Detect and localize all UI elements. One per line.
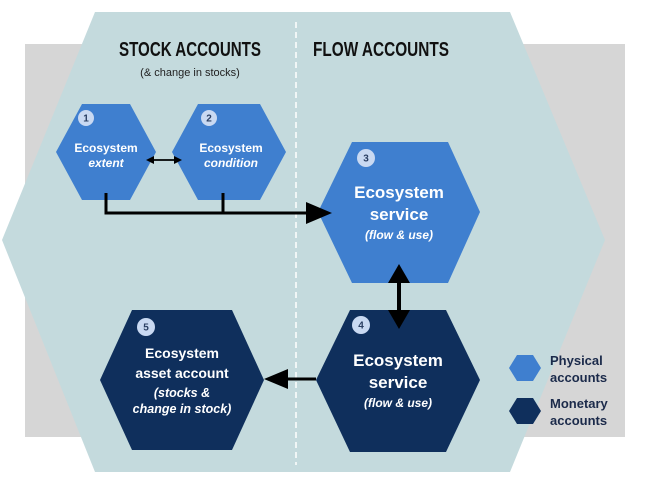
node-5-number: 5 bbox=[143, 323, 149, 334]
node-5-note-line1: (stocks & bbox=[154, 386, 210, 400]
node-2-label: Ecosystem bbox=[199, 141, 262, 155]
node-3-label: Ecosystem bbox=[354, 183, 444, 202]
connector-stocks-to-service bbox=[104, 193, 332, 224]
node-2-hexagon bbox=[172, 104, 286, 200]
stock-accounts-subtitle: (& change in stocks) bbox=[140, 67, 240, 79]
legend-physical-hexagon-icon bbox=[509, 355, 541, 381]
arrowhead-right-icon bbox=[174, 156, 182, 164]
legend-physical-label-line2: accounts bbox=[550, 370, 607, 385]
connector-physical-monetary bbox=[388, 264, 410, 329]
node-3-hexagon bbox=[318, 142, 480, 283]
node-1-badge bbox=[78, 110, 94, 126]
node-3-sublabel: service bbox=[370, 205, 429, 224]
arrowhead-left-icon bbox=[146, 156, 154, 164]
node-5-note-line2: change in stock) bbox=[133, 402, 232, 416]
node-ecosystem-extent: 1 Ecosystem extent bbox=[56, 104, 156, 200]
stock-accounts-title: STOCK ACCOUNTS bbox=[119, 39, 261, 61]
node-1-hexagon bbox=[56, 104, 156, 200]
arrowhead-up-icon bbox=[388, 264, 410, 283]
legend-monetary-label: Monetary bbox=[550, 396, 609, 411]
node-3-number: 3 bbox=[363, 154, 369, 165]
legend-monetary-label-line2: accounts bbox=[550, 413, 607, 428]
node-4-sublabel: service bbox=[369, 373, 428, 392]
legend: Physical accounts Monetary accounts bbox=[509, 353, 609, 428]
node-ecosystem-condition: 2 Ecosystem condition bbox=[172, 104, 286, 200]
node-4-note: (flow & use) bbox=[364, 396, 432, 410]
legend-physical-label: Physical bbox=[550, 353, 603, 368]
node-4-number: 4 bbox=[358, 321, 364, 332]
node-5-label: Ecosystem bbox=[145, 345, 219, 361]
node-2-sublabel: condition bbox=[204, 156, 258, 170]
node-3-note: (flow & use) bbox=[365, 228, 433, 242]
connector-extent-condition bbox=[146, 156, 182, 164]
flow-accounts-title: FLOW ACCOUNTS bbox=[313, 39, 449, 61]
legend-monetary-hexagon-icon bbox=[509, 398, 541, 424]
node-ecosystem-service-physical: 3 Ecosystem service (flow & use) bbox=[318, 142, 480, 283]
node-5-sublabel: asset account bbox=[135, 365, 229, 381]
node-3-badge bbox=[357, 149, 375, 167]
node-1-sublabel: extent bbox=[88, 156, 124, 170]
node-4-label: Ecosystem bbox=[353, 351, 443, 370]
node-1-label: Ecosystem bbox=[74, 141, 137, 155]
node-4-badge bbox=[352, 316, 370, 334]
node-1-number: 1 bbox=[83, 114, 89, 125]
node-5-hexagon bbox=[100, 310, 264, 450]
node-4-hexagon bbox=[316, 310, 480, 452]
arrowhead-to-asset-icon bbox=[264, 369, 288, 389]
node-2-number: 2 bbox=[206, 114, 212, 125]
node-ecosystem-service-monetary: 4 Ecosystem service (flow & use) bbox=[316, 310, 480, 452]
connector-service-to-asset bbox=[264, 369, 316, 389]
arrowhead-down-icon bbox=[388, 310, 410, 329]
arrowhead-to-service-icon bbox=[306, 202, 332, 224]
node-5-badge bbox=[137, 318, 155, 336]
node-2-badge bbox=[201, 110, 217, 126]
node-ecosystem-asset-account: 5 Ecosystem asset account (stocks & chan… bbox=[100, 310, 264, 450]
